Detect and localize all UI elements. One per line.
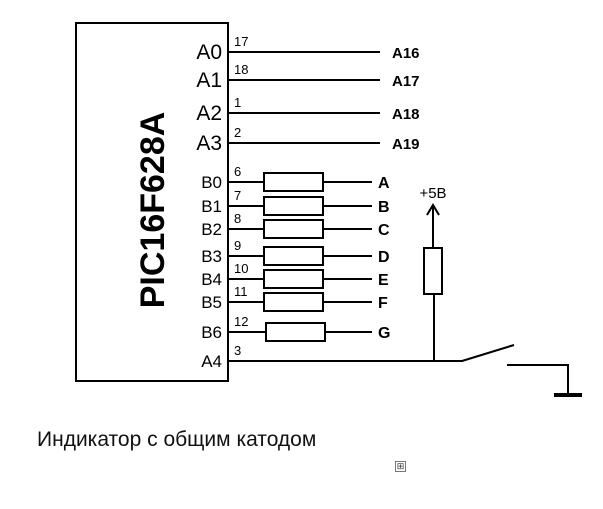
pin-number: 8 [234,211,241,226]
pin-label-b5: B5 [201,293,222,312]
pin-number: 7 [234,188,241,203]
segment-resistor [263,172,324,192]
switch-contact [461,344,515,362]
power-label: +5В [419,185,446,202]
pin-label-b0: B0 [201,173,222,192]
move-handle-icon[interactable]: ⊞ [395,461,406,472]
ground-wire [507,364,569,393]
segment-resistor [265,322,326,342]
net-label: A19 [392,136,420,153]
pin-label-b3: B3 [201,247,222,266]
pin-label-a0: A0 [196,41,222,64]
pin-number: 3 [234,343,241,358]
segment-resistor [263,246,324,266]
pin-label-b6: B6 [201,323,222,342]
pin-number: 18 [234,62,248,77]
pin-label-a4: A4 [201,352,222,371]
segment-resistor [263,196,324,216]
chip-body [75,22,229,382]
pin-number: 17 [234,34,248,49]
net-label: A16 [392,45,420,62]
segment-label: F [378,295,388,312]
caption: Индикатор с общим катодом [37,428,317,451]
pin-label-b1: B1 [201,197,222,216]
segment-label: G [378,325,390,342]
segment-label: C [378,222,390,239]
pin-number: 12 [234,314,248,329]
pin-number: 9 [234,238,241,253]
power-arrow [426,203,440,216]
pin-label-a1: A1 [196,69,222,92]
chip-name: PIC16F628A [134,112,172,309]
net-label: A18 [392,106,420,123]
pin-number: 1 [234,95,241,110]
segment-label: A [378,175,390,192]
segment-label: E [378,272,389,289]
pin-number: 10 [234,261,248,276]
pin-label-a2: A2 [196,102,222,125]
pin-number: 2 [234,125,241,140]
net-label: A17 [392,73,420,90]
segment-resistor [263,219,324,239]
segment-label: D [378,249,390,266]
pin-label-b2: B2 [201,220,222,239]
segment-resistor [263,269,324,289]
pullup-resistor [423,247,443,295]
pin-label-b4: B4 [201,270,222,289]
pin-number: 6 [234,164,241,179]
segment-resistor [263,292,324,312]
pin-label-a3: A3 [196,132,222,155]
pin-number: 11 [234,284,248,299]
segment-label: B [378,199,390,216]
